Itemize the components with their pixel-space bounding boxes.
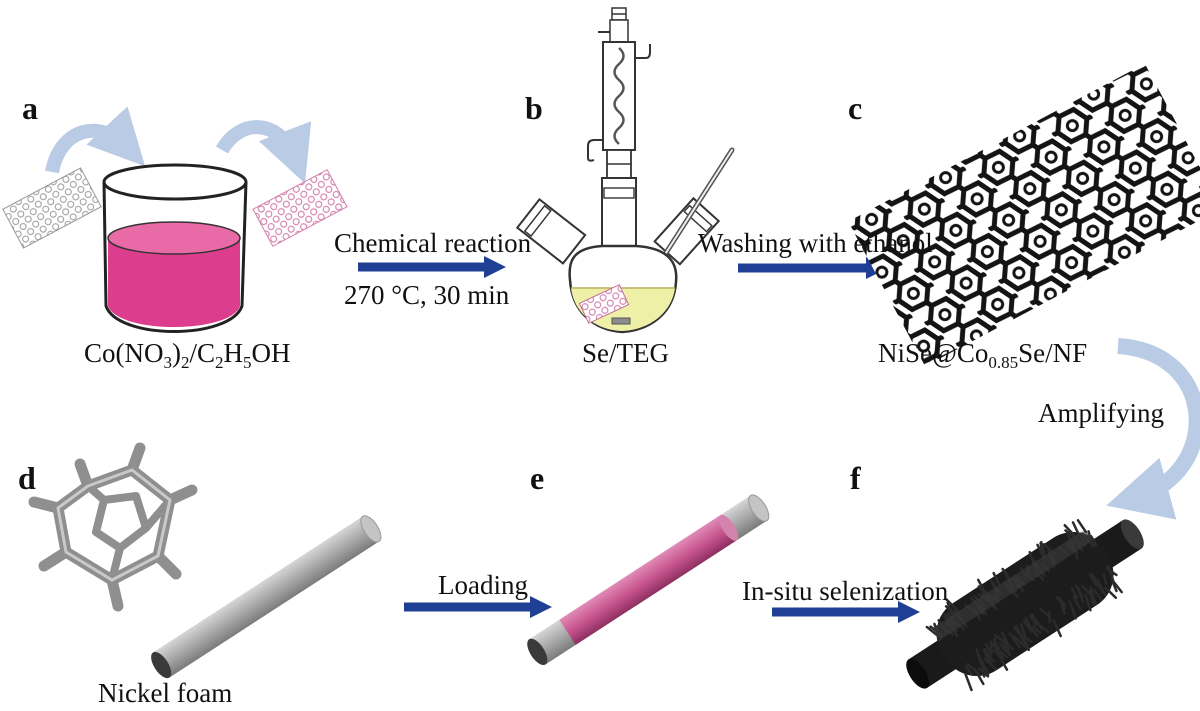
panel-b-graphic (515, 7, 735, 334)
reflux-condenser (587, 7, 651, 179)
arrow-loading (404, 596, 552, 618)
panel-label-d: d (18, 460, 36, 496)
arrow-washing (738, 257, 888, 279)
cobalt-nitrate-solution (108, 238, 240, 327)
panel-c-foam-block (848, 63, 1200, 367)
gray-rod (151, 515, 382, 679)
immersed-foam-sheet (578, 284, 630, 324)
nickel-foam-label: Nickel foam (98, 678, 233, 708)
bare-foam-sheet (2, 167, 102, 249)
arrow-label-chemical-reaction: Chemical reaction (334, 228, 532, 258)
panel-label-c: c (848, 90, 863, 126)
arrow-label-amplifying: Amplifying (1038, 398, 1164, 428)
nise-coSe-nf-label: NiSe@Co0.85Se/NF (878, 338, 1088, 372)
arrow-label-selenization: In-situ selenization (742, 576, 949, 606)
arrow-selenization (772, 601, 920, 623)
arrow-label-conditions: 270 °C, 30 min (344, 280, 510, 310)
se-teg-label: Se/TEG (582, 338, 669, 368)
panel-label-b: b (525, 90, 543, 126)
curved-arrow-out-of-beaker (215, 120, 312, 184)
curved-arrow-amplifying (1106, 338, 1200, 520)
stir-bar (611, 317, 631, 325)
nickel-foam-cell-highlight (56, 468, 172, 582)
curved-arrow-into-beaker (45, 106, 146, 174)
panel-e-loaded-rod (527, 494, 770, 666)
panel-d-graphic (28, 442, 382, 679)
coated-foam-sheet (252, 169, 348, 247)
beaker (102, 163, 248, 333)
panel-a-graphic (2, 106, 348, 333)
arrow-chemical-reaction (358, 256, 506, 278)
panel-f-selenized-rod (906, 519, 1144, 692)
arrow-label-washing: Washing with ethanol (698, 228, 933, 258)
panel-label-a: a (22, 90, 38, 126)
cobalt-nitrate-ethanol-label: Co(NO3)2/C2H5OH (84, 338, 291, 372)
panel-label-f: f (850, 460, 861, 496)
nickel-foam-cell (28, 442, 198, 612)
arrow-label-loading: Loading (438, 570, 528, 600)
panel-label-e: e (530, 460, 545, 496)
